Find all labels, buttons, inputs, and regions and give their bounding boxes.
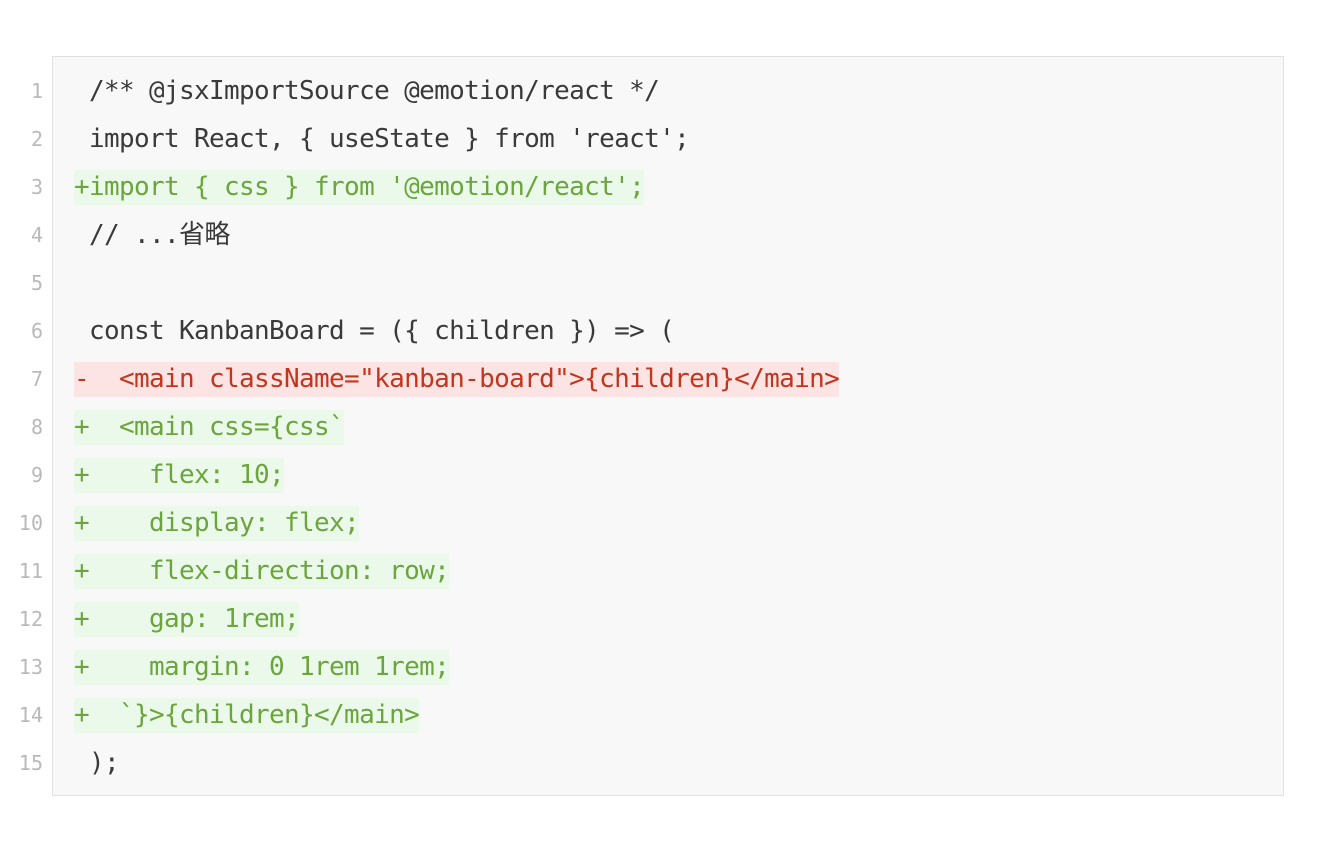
code-line-text: + <main css={css` — [74, 409, 345, 445]
line-number: 2 — [30, 127, 43, 151]
line-number: 4 — [30, 223, 43, 247]
code-line-context: import React, { useState } from 'react'; — [74, 115, 839, 163]
code-line-added: + display: flex; — [74, 499, 839, 547]
code-line-context: const KanbanBoard = ({ children }) => ( — [74, 307, 839, 355]
code-line-added: + margin: 0 1rem 1rem; — [74, 643, 839, 691]
code-line-text: + gap: 1rem; — [74, 601, 300, 637]
code-line-text: /** @jsxImportSource @emotion/react */ — [74, 75, 660, 106]
code-line-text: ); — [74, 747, 120, 778]
code-line-text: +import { css } from '@emotion/react'; — [74, 169, 645, 205]
code-line-context: // ...省略 — [74, 211, 839, 259]
code-line-added: + flex: 10; — [74, 451, 839, 499]
code-line-text: + flex-direction: row; — [74, 553, 450, 589]
line-number: 8 — [30, 415, 43, 439]
code-line-removed: - <main className="kanban-board">{childr… — [74, 355, 840, 403]
code-line-added: + `}>{children}</main> — [74, 691, 839, 739]
code-line-text: + flex: 10; — [74, 457, 285, 493]
line-number: 3 — [30, 175, 43, 199]
line-number: 9 — [30, 463, 43, 487]
code-line-added: +import { css } from '@emotion/react'; — [74, 163, 839, 211]
code-line-text: const KanbanBoard = ({ children }) => ( — [74, 315, 675, 346]
code-line-added: + flex-direction: row; — [74, 547, 839, 595]
line-number: 1 — [30, 79, 43, 103]
code-line-added: + gap: 1rem; — [74, 595, 839, 643]
line-number: 6 — [30, 319, 43, 343]
code-line-context — [74, 259, 839, 307]
line-number: 5 — [30, 271, 43, 295]
line-number: 10 — [18, 511, 43, 535]
line-number: 15 — [18, 751, 43, 775]
line-number: 7 — [30, 367, 43, 391]
code-line-context: /** @jsxImportSource @emotion/react */ — [74, 67, 839, 115]
code-line-text: + margin: 0 1rem 1rem; — [74, 649, 450, 685]
line-number: 12 — [18, 607, 43, 631]
code-line-text: - <main className="kanban-board">{childr… — [74, 361, 840, 397]
code-line-context: ); — [74, 739, 839, 787]
code-line-text: // ...省略 — [74, 219, 230, 250]
line-number: 13 — [18, 655, 43, 679]
code-lines: /** @jsxImportSource @emotion/react */ i… — [74, 67, 840, 787]
line-number: 11 — [18, 559, 43, 583]
code-line-text: + display: flex; — [74, 505, 360, 541]
code-line-text: import React, { useState } from 'react'; — [74, 123, 690, 154]
line-number: 14 — [18, 703, 43, 727]
code-panel: /** @jsxImportSource @emotion/react */ i… — [52, 56, 1284, 796]
code-line-added: + <main css={css` — [74, 403, 839, 451]
code-line-text: + `}>{children}</main> — [74, 697, 420, 733]
